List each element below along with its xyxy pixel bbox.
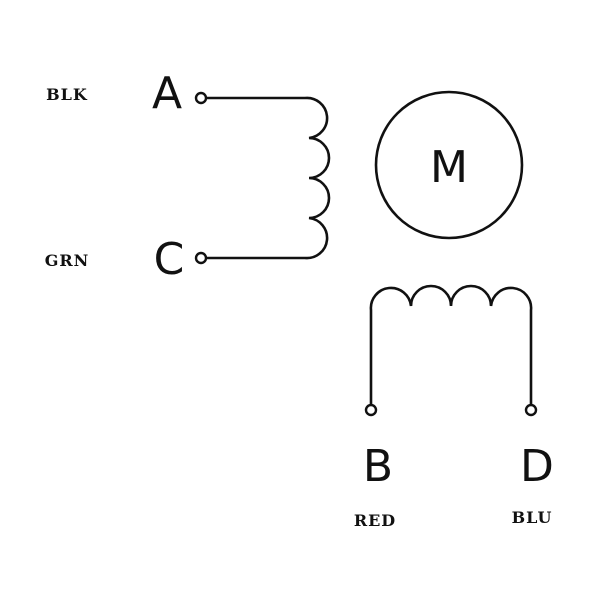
motor-symbol: [374, 90, 524, 240]
terminal-a: [194, 91, 208, 105]
wire-color-label-grn: GRN: [45, 251, 90, 270]
terminal-b: [364, 403, 378, 417]
wire-color-label-blu: BLU: [512, 508, 553, 527]
terminal-c: [194, 251, 208, 265]
coil-b-d: [369, 284, 533, 407]
terminal-label-a: A: [152, 68, 182, 119]
terminal-label-d: D: [520, 441, 554, 492]
terminal-d: [524, 403, 538, 417]
motor-label: M: [430, 142, 468, 193]
terminal-label-c: C: [154, 234, 185, 285]
wire-color-label-blk: BLK: [46, 85, 88, 104]
wire-color-label-red: RED: [354, 511, 396, 530]
terminal-label-b: B: [363, 441, 393, 492]
coil-a-c: [204, 96, 331, 260]
